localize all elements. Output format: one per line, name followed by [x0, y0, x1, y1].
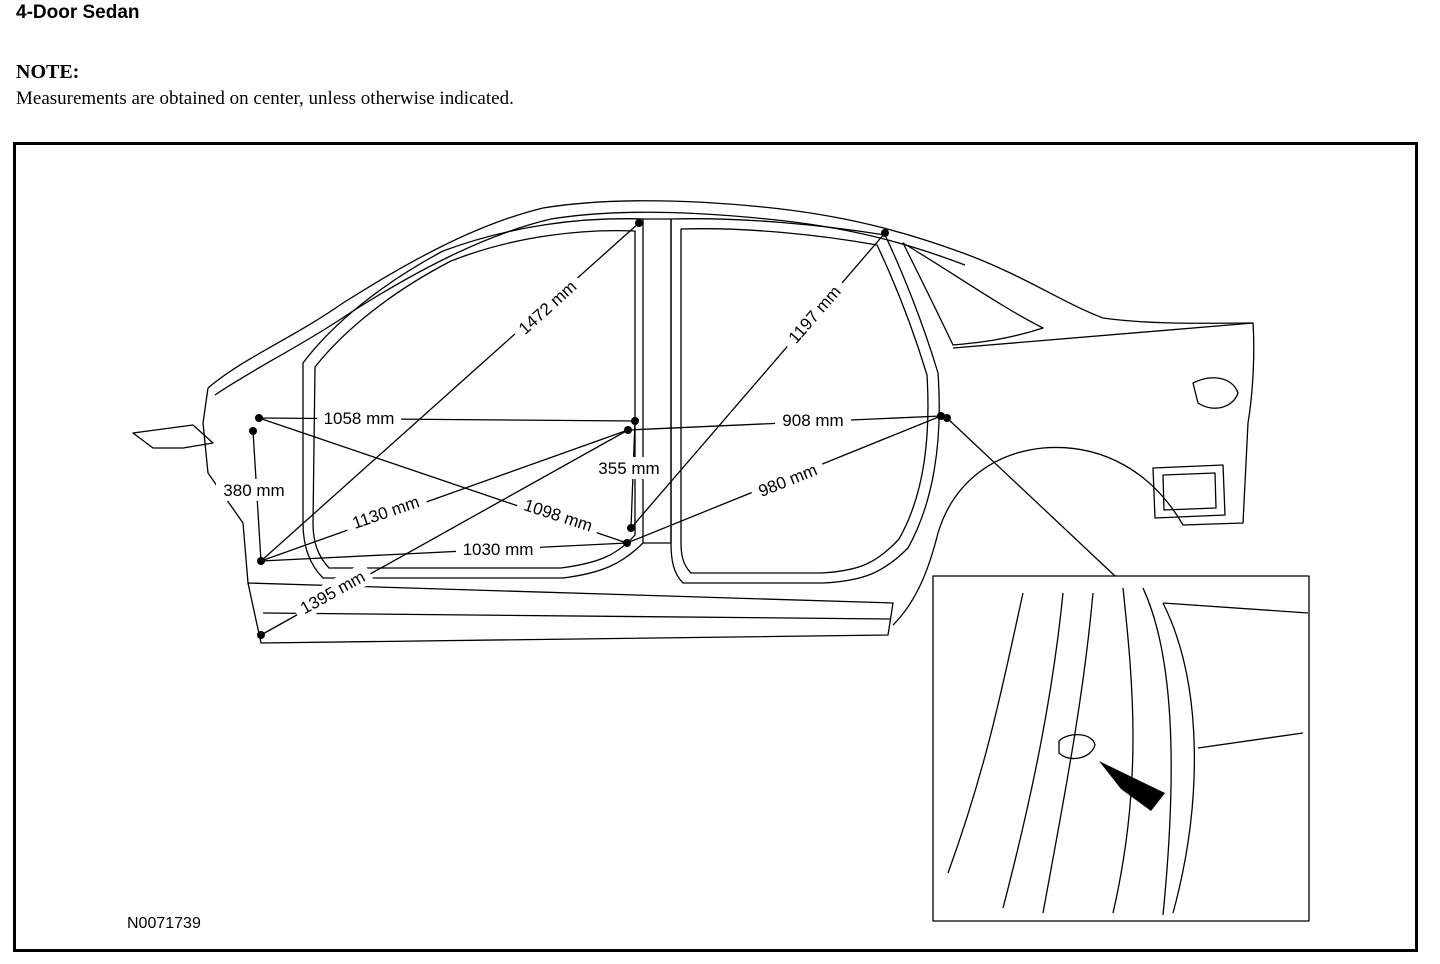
quarter-window — [902, 242, 1044, 346]
dim-label-1130: 1130 mm — [350, 492, 422, 533]
ref-point — [257, 631, 265, 639]
ref-point — [249, 427, 257, 435]
inset-panel-line-2 — [1162, 602, 1309, 614]
dim-line-1030 — [260, 542, 628, 562]
rear-door-opening-inner — [680, 228, 929, 574]
dim-line-1130 — [260, 429, 629, 562]
roof-inner — [214, 211, 966, 396]
rear-quarter-panel — [937, 322, 1255, 534]
figure-id: N0071739 — [127, 915, 201, 932]
dim-label-1197: 1197 mm — [785, 282, 845, 347]
rear-door-opening — [670, 218, 940, 584]
inset-panel-line — [1197, 732, 1304, 749]
dim-line-1058 — [258, 417, 636, 422]
wheel-arch — [892, 532, 939, 626]
inset-pillar-curve-4 — [1112, 587, 1134, 914]
inset-pillar-curve-5 — [1142, 587, 1172, 916]
ref-point — [635, 219, 643, 227]
trunk-hinge-inner — [1162, 472, 1217, 511]
ref-point — [943, 414, 951, 422]
dim-line-1472 — [260, 222, 640, 562]
front-door-opening — [302, 218, 644, 579]
front-bracket — [132, 424, 214, 449]
body-dimension-figure: 1472 mm 1197 mm 1058 mm 908 mm 380 mm 35… — [13, 142, 1418, 952]
rocker-panel-line — [262, 612, 892, 620]
tail-lamp-mount — [1192, 377, 1239, 409]
ref-point — [255, 414, 263, 422]
dim-label-355: 355 mm — [598, 459, 659, 478]
inset-pillar-curve-6 — [1162, 602, 1195, 914]
dim-label-1058: 1058 mm — [324, 409, 395, 428]
inset-pillar-curve-1 — [947, 592, 1024, 874]
trunk-hinge-area — [1152, 464, 1226, 519]
ref-point — [627, 524, 635, 532]
dim-label-1098: 1098 mm — [522, 496, 595, 536]
rocker-panel — [247, 582, 894, 644]
a-pillar-front — [202, 387, 249, 584]
note-label: NOTE: — [16, 61, 80, 83]
detail-inset-frame — [932, 575, 1310, 922]
dim-label-908: 908 mm — [782, 411, 843, 430]
dim-line-1197 — [630, 232, 886, 529]
ref-point — [624, 426, 632, 434]
page-title: 4-Door Sedan — [16, 2, 140, 23]
dim-label-1472: 1472 mm — [515, 277, 580, 339]
inset-leader-line — [946, 417, 1116, 577]
ref-point — [257, 557, 265, 565]
inset-pillar-curve-3 — [1042, 592, 1094, 914]
inset-pillar-curve-2 — [1002, 592, 1064, 909]
dim-label-1395: 1395 mm — [297, 567, 368, 618]
ref-point — [631, 417, 639, 425]
front-door-opening-inner — [312, 230, 636, 569]
dim-label-380: 380 mm — [223, 481, 284, 500]
ref-point — [881, 229, 889, 237]
roof-outline — [207, 200, 1254, 389]
dim-label-980: 980 mm — [756, 460, 820, 501]
inset-arrow — [1099, 761, 1165, 811]
note-text: Measurements are obtained on center, unl… — [16, 88, 514, 109]
dim-label-1030: 1030 mm — [463, 540, 534, 559]
ref-point — [623, 539, 631, 547]
b-pillar — [643, 218, 672, 544]
figure-drawing: 1472 mm 1197 mm 1058 mm 908 mm 380 mm 35… — [127, 200, 1310, 932]
inset-bracket — [1058, 734, 1096, 760]
